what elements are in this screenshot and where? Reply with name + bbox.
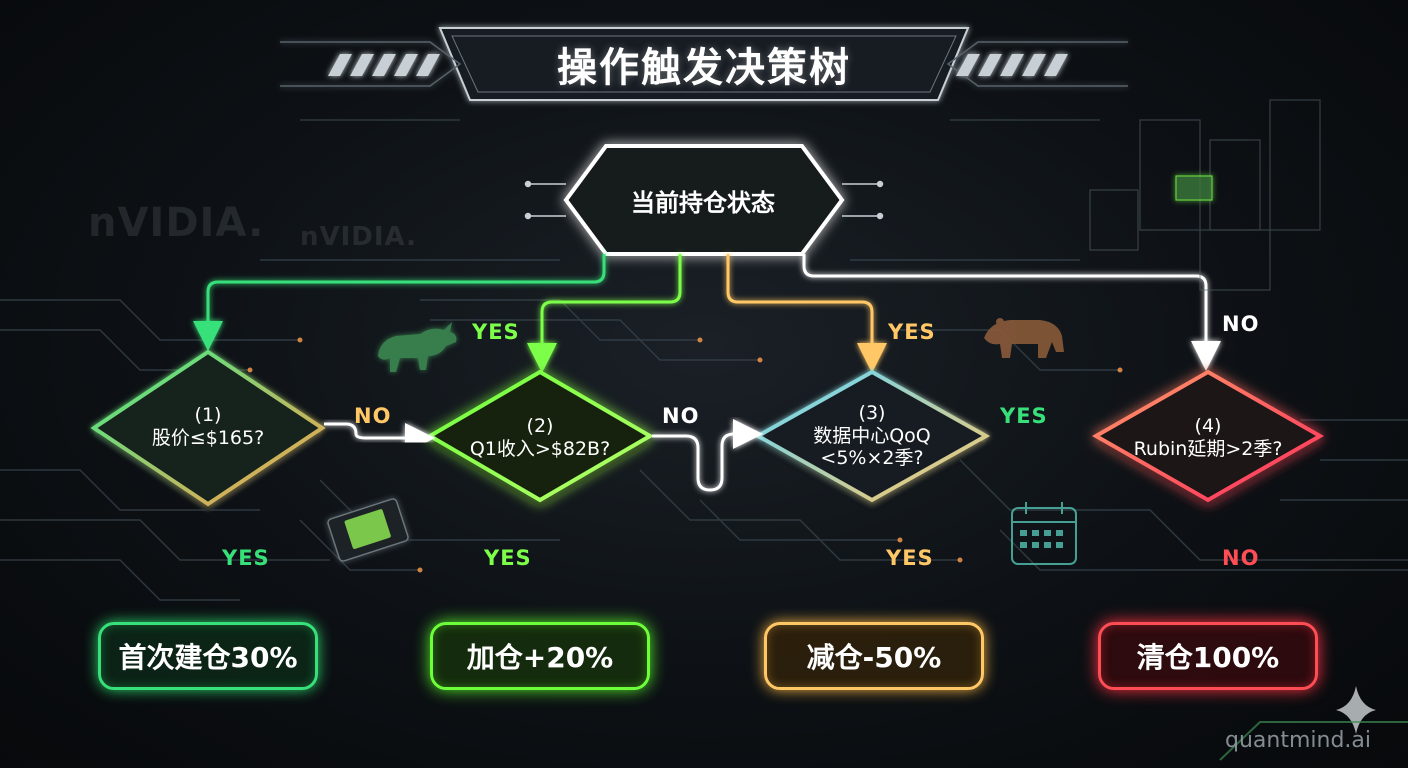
outcome-add-position: 加仓+20% [430, 622, 650, 690]
sparkle-icon [1336, 686, 1376, 734]
decision-diamond-2 [426, 369, 654, 508]
edge-label-d2-no: NO [662, 404, 700, 428]
outcome-reduce-position: 减仓-50% [764, 622, 984, 690]
edge-label-d1-no: NO [354, 404, 392, 428]
edge-label-d2-yes: YES [484, 546, 532, 570]
decision-1-number: (1) [194, 404, 222, 427]
edge-root-to-d2 [527, 254, 682, 373]
watermark: quantmind.ai [1225, 728, 1371, 753]
decision-diamond-1 [90, 349, 326, 512]
page-title: 操作触发决策树 [557, 45, 851, 91]
decision-diamond-4 [1091, 369, 1325, 508]
decision-4-label: (4) Rubin延期>2季? [1112, 388, 1304, 488]
root-connector-dots [524, 180, 884, 220]
decision-3-label: (3) 数据中心QoQ <5%×2季? [782, 384, 962, 488]
root-node-label: 当前持仓状态 [631, 188, 775, 217]
root-node [563, 144, 845, 256]
decision-4-number: (4) [1194, 415, 1222, 438]
decision-2-number: (2) [526, 415, 554, 438]
outcome-liquidate: 清仓100% [1098, 622, 1318, 690]
decision-4-text: Rubin延期>2季? [1133, 438, 1283, 460]
decision-3-number: (3) [858, 401, 886, 424]
bear-icon [984, 318, 1064, 358]
bull-icon [378, 322, 457, 372]
edge-label-d1-yes: YES [222, 546, 270, 570]
server-highlight [1175, 175, 1213, 201]
edge-label-root-to-4: NO [1222, 312, 1260, 336]
edge-d1-no [324, 422, 435, 453]
edge-root-to-d4 [802, 254, 1221, 371]
decision-2-text: Q1收入>$82B? [469, 438, 611, 460]
chip-icon [327, 498, 409, 562]
edge-root-to-d3 [726, 254, 887, 373]
edge-d2-no [652, 419, 763, 492]
decision-1-label: (1) 股价≤$165? [120, 372, 296, 482]
background-logo-2: nVIDIA. [300, 222, 418, 252]
corner-trace [1219, 721, 1408, 761]
title-banner-area: 操作触发决策树 [470, 28, 938, 100]
edge-label-d4-no: NO [1222, 546, 1260, 570]
decision-2-label: (2) Q1收入>$82B? [448, 388, 632, 488]
edge-root-to-d1 [193, 254, 606, 351]
edge-label-root-to-2: YES [472, 320, 520, 344]
edge-label-d3-yes: YES [886, 546, 934, 570]
edge-label-d3-yes-right: YES [1000, 404, 1048, 428]
title-banner [280, 27, 1128, 101]
circuit-nodes [247, 337, 1123, 573]
edge-label-root-to-3: YES [888, 320, 936, 344]
decision-3-text-line1: 数据中心QoQ [813, 424, 931, 447]
background-logo-1: nVIDIA. [88, 200, 265, 246]
outcome-initial-position: 首次建仓30% [98, 622, 318, 690]
decision-3-text-line2: <5%×2季? [820, 447, 924, 470]
calendar-icon [1011, 502, 1077, 565]
decision-diamond-3 [753, 369, 991, 508]
decision-1-text: 股价≤$165? [151, 427, 265, 449]
